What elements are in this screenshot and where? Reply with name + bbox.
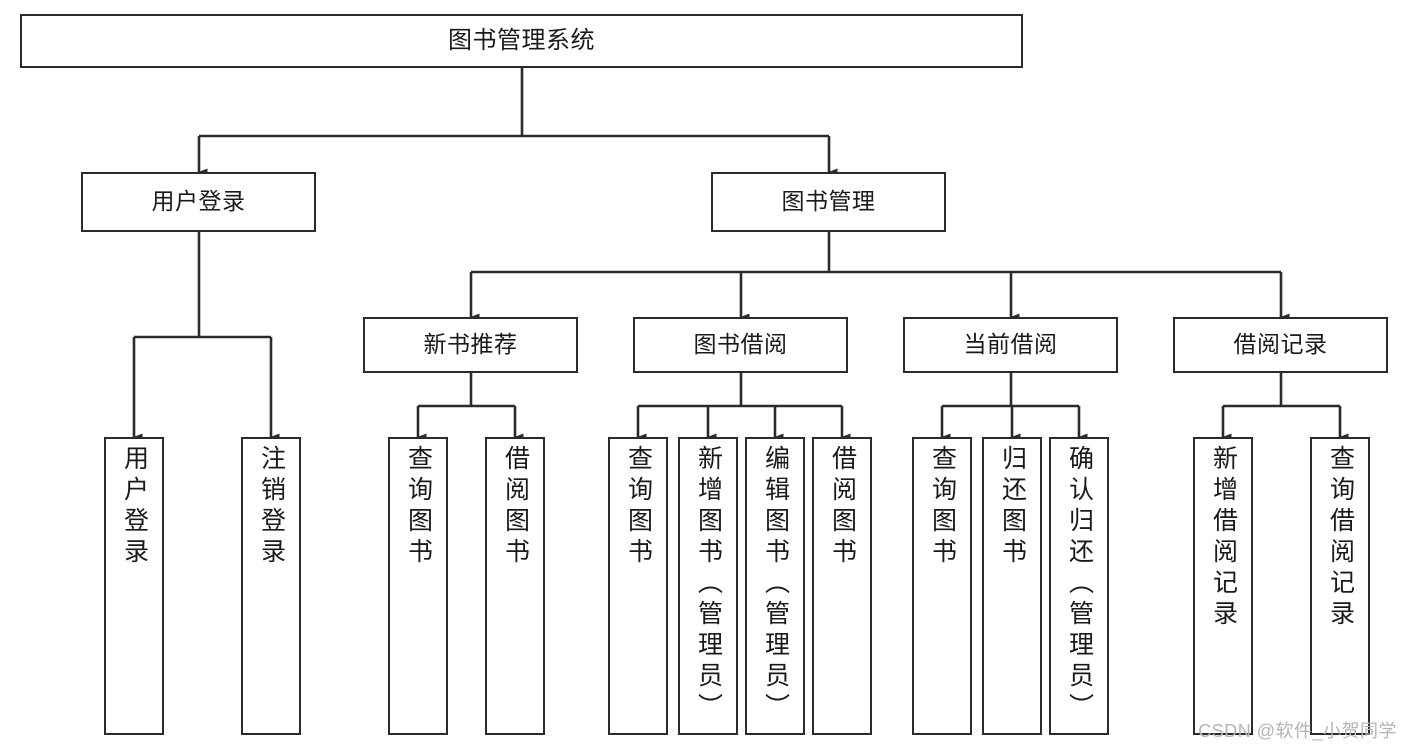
node-label: 注销登录: [257, 445, 286, 569]
node-leaf-edit-book: 编辑图书（管理员）: [745, 437, 805, 735]
node-new-book-rec: 新书推荐: [363, 317, 578, 373]
node-label: 确认归还（管理员）: [1065, 445, 1094, 724]
node-label: 用户登录: [120, 445, 149, 569]
node-leaf-borrow-book-2: 借阅图书: [812, 437, 872, 735]
node-label: 图书借阅: [693, 331, 788, 358]
node-label: 用户登录: [151, 188, 246, 215]
connector-lines: [132, 68, 1349, 441]
node-borrow-record: 借阅记录: [1173, 317, 1388, 373]
node-leaf-user-logout: 注销登录: [241, 437, 301, 735]
node-label: 查询借阅记录: [1326, 445, 1355, 631]
node-leaf-add-book: 新增图书（管理员）: [678, 437, 738, 735]
node-leaf-query-book-1: 查询图书: [388, 437, 448, 735]
node-label: 编辑图书（管理员）: [761, 445, 790, 724]
node-root: 图书管理系统: [20, 14, 1023, 68]
node-label: 查询图书: [624, 445, 653, 569]
node-label: 查询图书: [928, 445, 957, 569]
node-user-login: 用户登录: [81, 172, 316, 232]
node-label: 图书管理系统: [448, 26, 595, 54]
node-leaf-borrow-book-1: 借阅图书: [485, 437, 545, 735]
node-leaf-query-record: 查询借阅记录: [1310, 437, 1370, 735]
node-leaf-user-login: 用户登录: [104, 437, 164, 735]
node-label: 新增图书（管理员）: [694, 445, 723, 724]
node-label: 图书管理: [781, 188, 876, 215]
node-label: 当前借阅: [963, 331, 1058, 358]
csdn-watermark: CSDN @软件_小贺同学: [1198, 721, 1397, 741]
node-label: 新增借阅记录: [1209, 445, 1238, 631]
node-leaf-confirm-return: 确认归还（管理员）: [1049, 437, 1109, 735]
node-leaf-query-book-2: 查询图书: [608, 437, 668, 735]
node-book-manage: 图书管理: [711, 172, 946, 232]
node-label: 新书推荐: [423, 331, 518, 358]
node-label: 借阅图书: [501, 445, 530, 569]
node-label: 查询图书: [404, 445, 433, 569]
node-label: 归还图书: [998, 445, 1027, 569]
node-leaf-query-book-3: 查询图书: [912, 437, 972, 735]
node-current-borrow: 当前借阅: [903, 317, 1118, 373]
node-label: 借阅记录: [1233, 331, 1328, 358]
node-leaf-return-book: 归还图书: [982, 437, 1042, 735]
node-leaf-add-record: 新增借阅记录: [1193, 437, 1253, 735]
node-label: 借阅图书: [828, 445, 857, 569]
node-book-borrow: 图书借阅: [633, 317, 848, 373]
